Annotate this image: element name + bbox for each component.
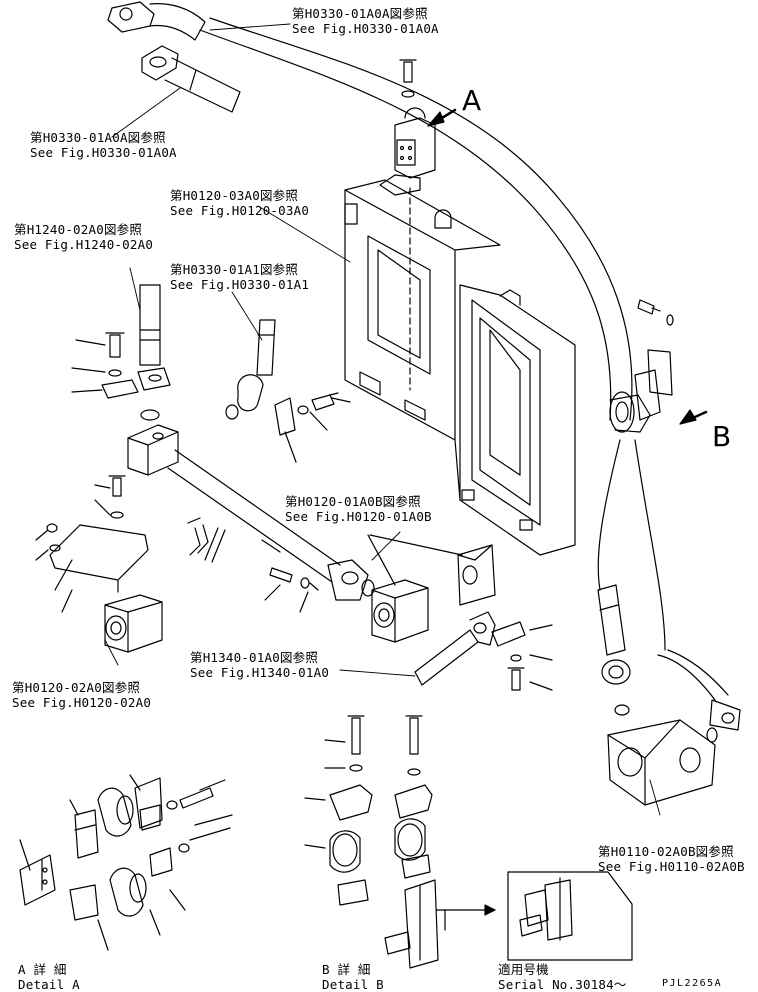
- hose-h1340-01a0: [415, 612, 552, 690]
- ref-jp: 第H0120-02A0図参照: [12, 680, 141, 695]
- arrow-a: [428, 110, 455, 126]
- block-h0110-02a0b: [608, 720, 715, 805]
- ref-jp: 第H0120-01A0B図参照: [285, 494, 421, 509]
- ref-jp: 第H0330-01A0A図参照: [30, 130, 166, 145]
- view-marker-a: A: [462, 84, 482, 117]
- ref-label-h0120-03a0: 第H0120-03A0図参照 See Fig.H0120-03A0: [170, 188, 309, 218]
- leader-lines: [105, 24, 660, 815]
- tube-clamp-bolt: [275, 393, 350, 462]
- left-bracket-block: [36, 476, 162, 652]
- ref-en: See Fig.H1240-02A0: [14, 237, 154, 252]
- ref-label-h0110-02a0b: 第H0110-02A0B図参照 See Fig.H0110-02A0B: [598, 844, 745, 874]
- ref-label-h0330-01a0a-top: 第H0330-01A0A図参照 See Fig.H0330-01A0A: [292, 6, 439, 36]
- ref-jp: 第H0330-01A1図参照: [170, 262, 299, 277]
- ref-label-h1240-02a0: 第H1240-02A0図参照 See Fig.H1240-02A0: [14, 222, 153, 252]
- ref-jp: 第H1340-01A0図参照: [190, 650, 319, 665]
- top-hose-flange: [108, 2, 205, 40]
- ref-label-h1340-01a0: 第H1340-01A0図参照 See Fig.H1340-01A0: [190, 650, 329, 680]
- ref-en: See Fig.H0120-01A0B: [285, 509, 432, 524]
- second-hose-flange: [142, 46, 240, 112]
- ref-label-h0330-01a0a-left: 第H0330-01A0A図参照 See Fig.H0330-01A0A: [30, 130, 177, 160]
- top-bracket: [380, 60, 435, 195]
- ref-jp: 第H0110-02A0B図参照: [598, 844, 734, 859]
- detail-a-parts: [20, 775, 232, 950]
- detail-b-en: Detail B: [322, 977, 384, 992]
- ref-jp: 第H0120-03A0図参照: [170, 188, 299, 203]
- long-tube: [128, 425, 374, 600]
- small-hose-pieces: [188, 518, 225, 562]
- ref-en: See Fig.H0110-02A0B: [598, 859, 745, 874]
- drawing-code: PJL2265A: [662, 978, 723, 989]
- serial-box: [508, 872, 632, 960]
- serial-caption: 適用号機 Serial No.30184〜: [498, 962, 627, 992]
- ref-en: See Fig.H0330-01A1: [170, 277, 310, 292]
- ref-en: See Fig.H0330-01A0A: [30, 145, 177, 160]
- detail-b-parts: [305, 716, 495, 968]
- main-frame: [345, 180, 575, 555]
- ref-en: See Fig.H0330-01A0A: [292, 21, 439, 36]
- detail-a-en: Detail A: [18, 977, 80, 992]
- ref-label-h0120-02a0: 第H0120-02A0図参照 See Fig.H0120-02A0: [12, 680, 151, 710]
- serial-en: Serial No.30184〜: [498, 977, 627, 992]
- ref-jp: 第H1240-02A0図参照: [14, 222, 143, 237]
- arrow-b: [680, 410, 706, 424]
- ref-label-h0330-01a1: 第H0330-01A1図参照 See Fig.H0330-01A1: [170, 262, 309, 292]
- ref-jp: 第H0330-01A0A図参照: [292, 6, 428, 21]
- ref-en: See Fig.H0120-02A0: [12, 695, 152, 710]
- left-hose-fitting: [138, 285, 170, 390]
- detail-b-caption: B 詳 細 Detail B: [322, 962, 384, 992]
- right-clamp: [610, 300, 673, 432]
- detail-a-caption: A 詳 細 Detail A: [18, 962, 80, 992]
- detail-a-jp: A 詳 細: [18, 962, 67, 977]
- right-hoses: [598, 585, 740, 742]
- long-hose-upper: [200, 18, 665, 650]
- serial-jp: 適用号機: [498, 962, 549, 977]
- view-marker-b: B: [712, 420, 732, 453]
- hose-h0330-01a1: [226, 320, 275, 419]
- center-bolt: [265, 568, 318, 612]
- detail-b-jp: B 詳 細: [322, 962, 371, 977]
- blocks-h0120-01a0b: [368, 535, 495, 642]
- left-bolts-washers: [72, 333, 159, 420]
- ref-label-h0120-01a0b: 第H0120-01A0B図参照 See Fig.H0120-01A0B: [285, 494, 432, 524]
- ref-en: See Fig.H1340-01A0: [190, 665, 330, 680]
- ref-en: See Fig.H0120-03A0: [170, 203, 310, 218]
